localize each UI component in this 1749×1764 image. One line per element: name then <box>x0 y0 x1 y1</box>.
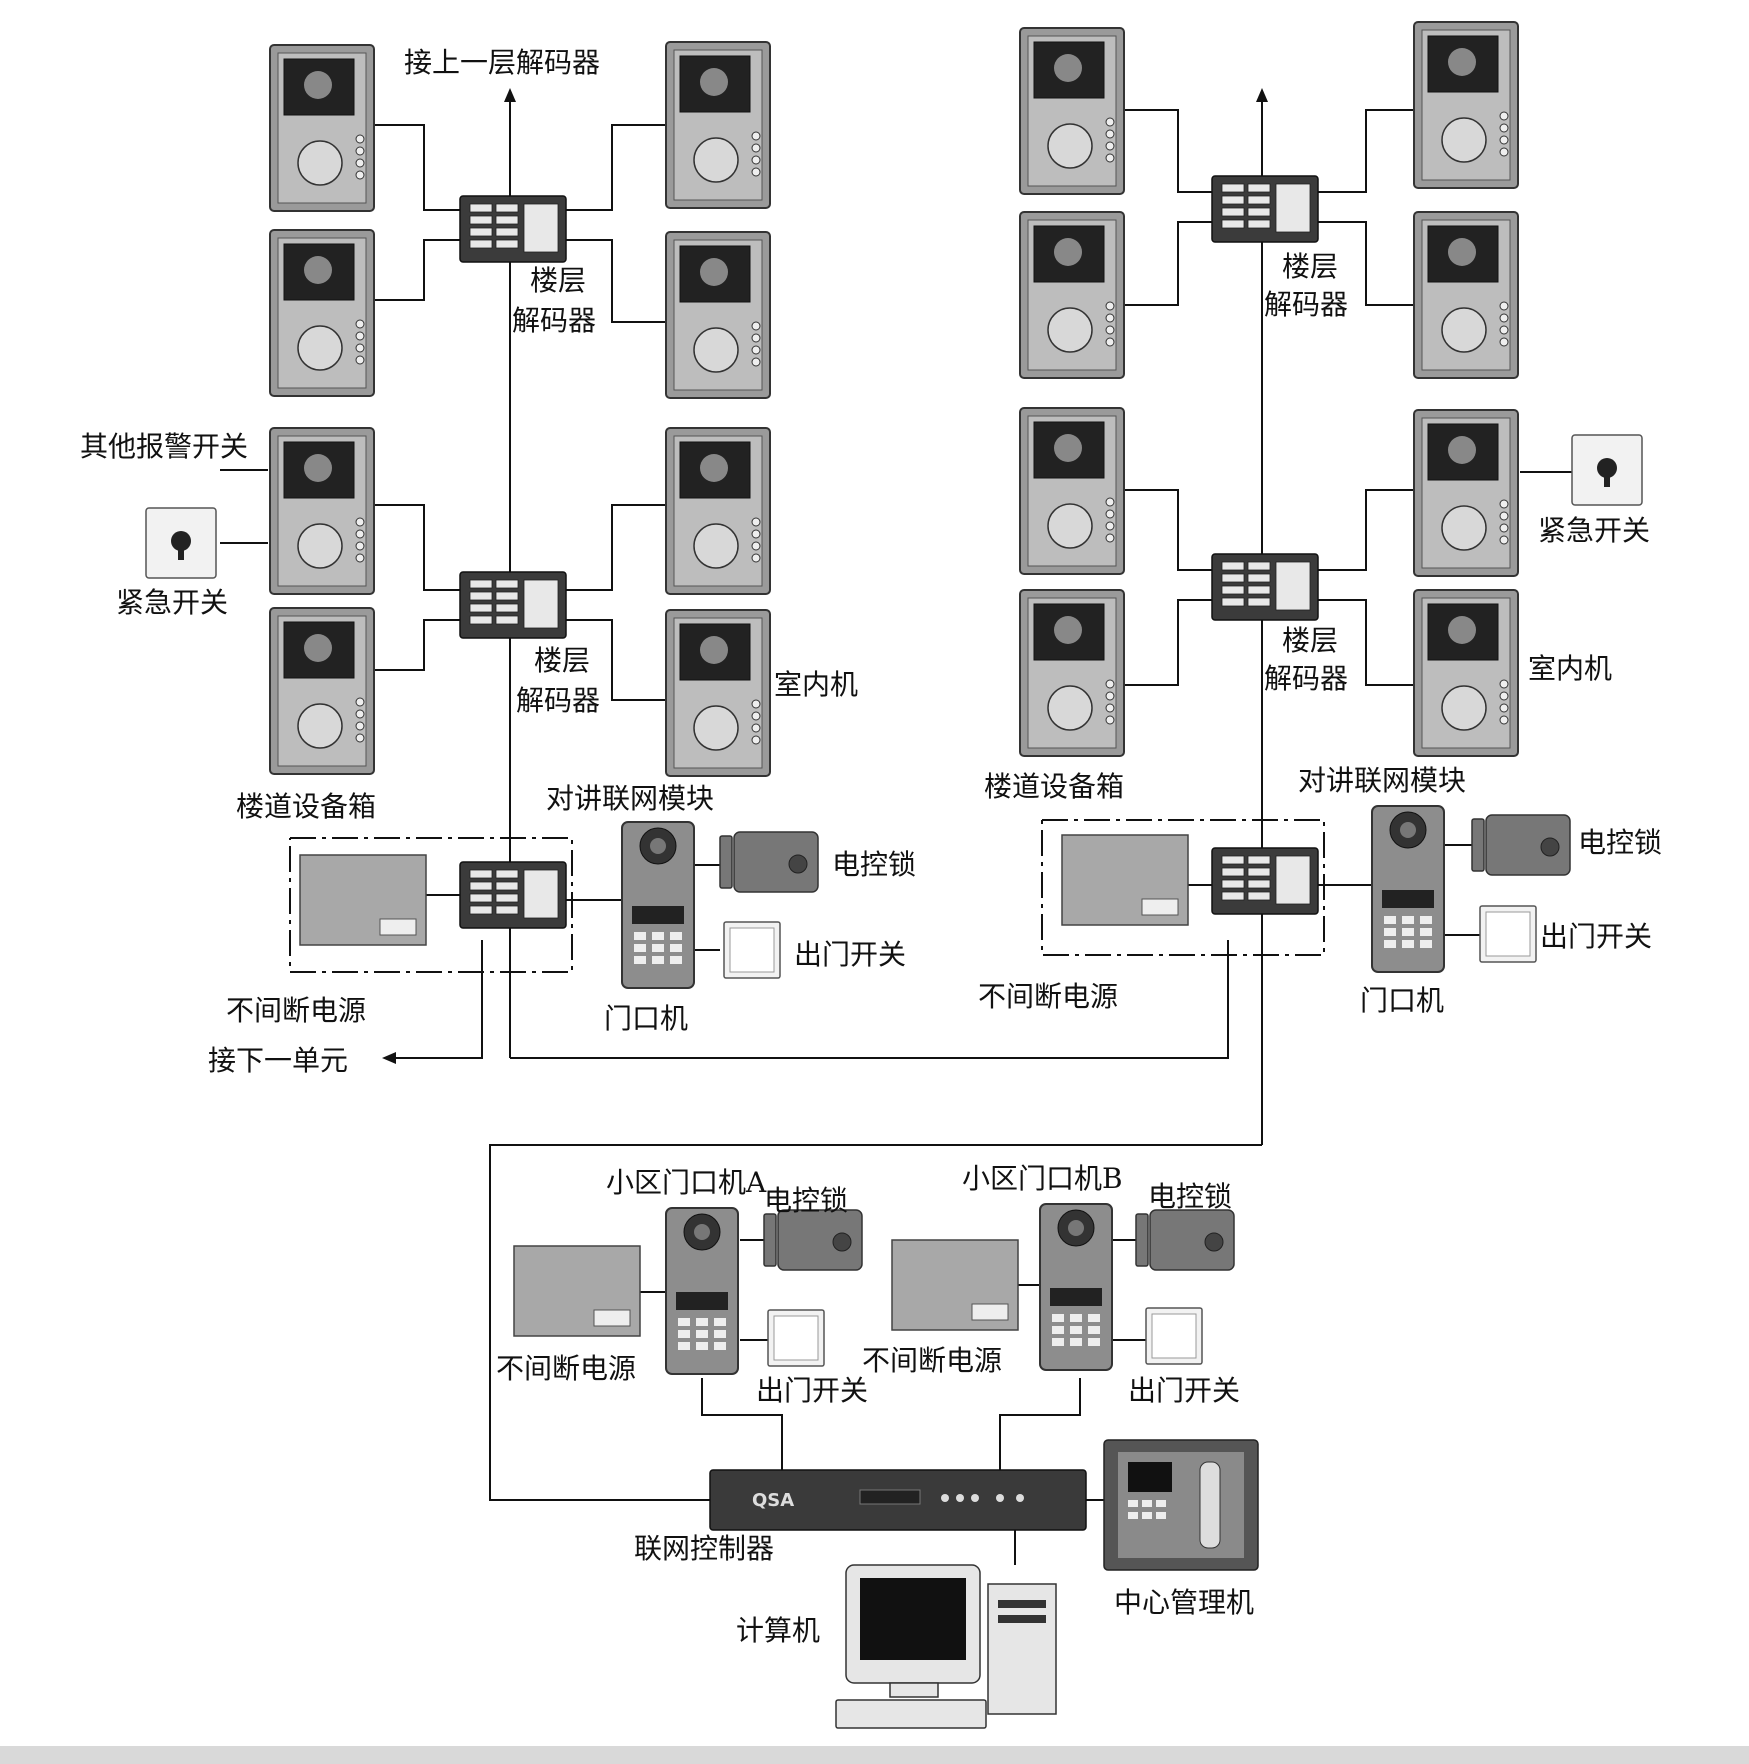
exit-switch-left <box>723 921 781 979</box>
label-electric-lock-community-b: 电控锁 <box>1148 1180 1232 1213</box>
community-wiring <box>489 1144 1262 1565</box>
indoor-unit-r3 <box>665 427 771 595</box>
label-stairwell-box-right: 楼道设备箱 <box>984 770 1124 803</box>
indoor-unit-rb-l4 <box>1019 589 1125 757</box>
label-floor-decoder-ru-2: 解码器 <box>1264 288 1348 321</box>
indoor-unit-r1 <box>665 41 771 209</box>
ups-left-building <box>299 854 427 946</box>
label-floor-decoder-rl-1: 楼层 <box>1282 624 1338 657</box>
floor-decoder-left-upper <box>459 195 567 263</box>
electric-lock-community-b <box>1135 1209 1235 1271</box>
label-electric-lock-right: 电控锁 <box>1578 826 1662 859</box>
exit-switch-community-b <box>1145 1307 1203 1365</box>
ups-community-a <box>513 1245 641 1337</box>
label-ups-right: 不间断电源 <box>978 980 1118 1013</box>
label-emergency-switch-right: 紧急开关 <box>1538 514 1650 547</box>
label-exit-switch-right: 出门开关 <box>1540 920 1652 953</box>
indoor-unit-l1 <box>269 44 375 212</box>
central-manager-device <box>1103 1439 1259 1571</box>
ups-community-b <box>891 1239 1019 1331</box>
floor-decoder-right-lower <box>1211 553 1319 621</box>
door-unit-right <box>1371 805 1445 973</box>
indoor-unit-r2 <box>665 231 771 399</box>
label-floor-decoder-ll-1: 楼层 <box>534 644 590 677</box>
label-door-unit-left: 门口机 <box>604 1002 688 1035</box>
exit-switch-community-a <box>767 1309 825 1367</box>
label-electric-lock-left: 电控锁 <box>832 848 916 881</box>
label-ups-community-a: 不间断电源 <box>496 1352 636 1385</box>
label-door-unit-right: 门口机 <box>1360 984 1444 1017</box>
label-emergency-switch-left: 紧急开关 <box>116 586 228 619</box>
indoor-unit-rb-r4 <box>1413 589 1519 757</box>
network-controller-brand: QSA <box>752 1490 794 1511</box>
indoor-unit-l4 <box>269 607 375 775</box>
intercom-network-module-left <box>459 861 567 929</box>
indoor-unit-r4 <box>665 609 771 777</box>
label-upper-decoder: 接上一层解码器 <box>404 46 600 79</box>
label-floor-decoder-lu-1: 楼层 <box>530 264 586 297</box>
label-other-alarm-switch: 其他报警开关 <box>80 430 248 463</box>
indoor-unit-rb-l2 <box>1019 211 1125 379</box>
network-controller-device: QSA <box>709 1469 1087 1531</box>
label-electric-lock-community-a: 电控锁 <box>764 1184 848 1217</box>
exit-switch-right <box>1479 905 1537 963</box>
label-floor-decoder-lu-2: 解码器 <box>512 304 596 337</box>
label-community-door-a: 小区门口机A <box>606 1166 767 1199</box>
label-indoor-unit-left: 室内机 <box>774 668 858 701</box>
intercom-network-module-right <box>1211 847 1319 915</box>
label-floor-decoder-rl-2: 解码器 <box>1264 662 1348 695</box>
label-intercom-module-left: 对讲联网模块 <box>546 782 714 815</box>
ups-right-building <box>1061 834 1189 926</box>
right-building-wiring <box>1041 88 1572 1145</box>
label-stairwell-box-left: 楼道设备箱 <box>236 790 376 823</box>
indoor-unit-l3 <box>269 427 375 595</box>
label-central-manager: 中心管理机 <box>1114 1586 1254 1619</box>
label-intercom-module-right: 对讲联网模块 <box>1298 764 1466 797</box>
label-ups-community-b: 不间断电源 <box>862 1344 1002 1377</box>
electric-lock-right <box>1471 814 1571 876</box>
door-unit-left <box>621 821 695 989</box>
label-indoor-unit-right: 室内机 <box>1528 652 1612 685</box>
emergency-switch-right <box>1571 434 1643 506</box>
bottom-bar <box>0 1746 1749 1764</box>
label-floor-decoder-ru-1: 楼层 <box>1282 250 1338 283</box>
indoor-unit-rb-l3 <box>1019 407 1125 575</box>
computer-device <box>835 1564 1057 1729</box>
indoor-unit-rb-r3 <box>1413 409 1519 577</box>
emergency-switch-left <box>145 507 217 579</box>
indoor-unit-rb-r1 <box>1413 21 1519 189</box>
label-community-door-b: 小区门口机B <box>962 1162 1123 1195</box>
label-computer: 计算机 <box>736 1614 820 1647</box>
label-exit-switch-community-b: 出门开关 <box>1128 1374 1240 1407</box>
community-door-unit-b <box>1039 1203 1113 1371</box>
indoor-unit-rb-l1 <box>1019 27 1125 195</box>
electric-lock-left <box>719 831 819 893</box>
label-next-unit: 接下一单元 <box>208 1044 348 1077</box>
floor-decoder-right-upper <box>1211 175 1319 243</box>
label-exit-switch-left: 出门开关 <box>794 938 906 971</box>
electric-lock-community-a <box>763 1209 863 1271</box>
floor-decoder-left-lower <box>459 571 567 639</box>
indoor-unit-rb-r2 <box>1413 211 1519 379</box>
label-network-controller: 联网控制器 <box>634 1532 774 1565</box>
label-ups-left: 不间断电源 <box>226 994 366 1027</box>
community-door-unit-a <box>665 1207 739 1375</box>
label-exit-switch-community-a: 出门开关 <box>756 1374 868 1407</box>
label-floor-decoder-ll-2: 解码器 <box>516 684 600 717</box>
indoor-unit-l2 <box>269 229 375 397</box>
